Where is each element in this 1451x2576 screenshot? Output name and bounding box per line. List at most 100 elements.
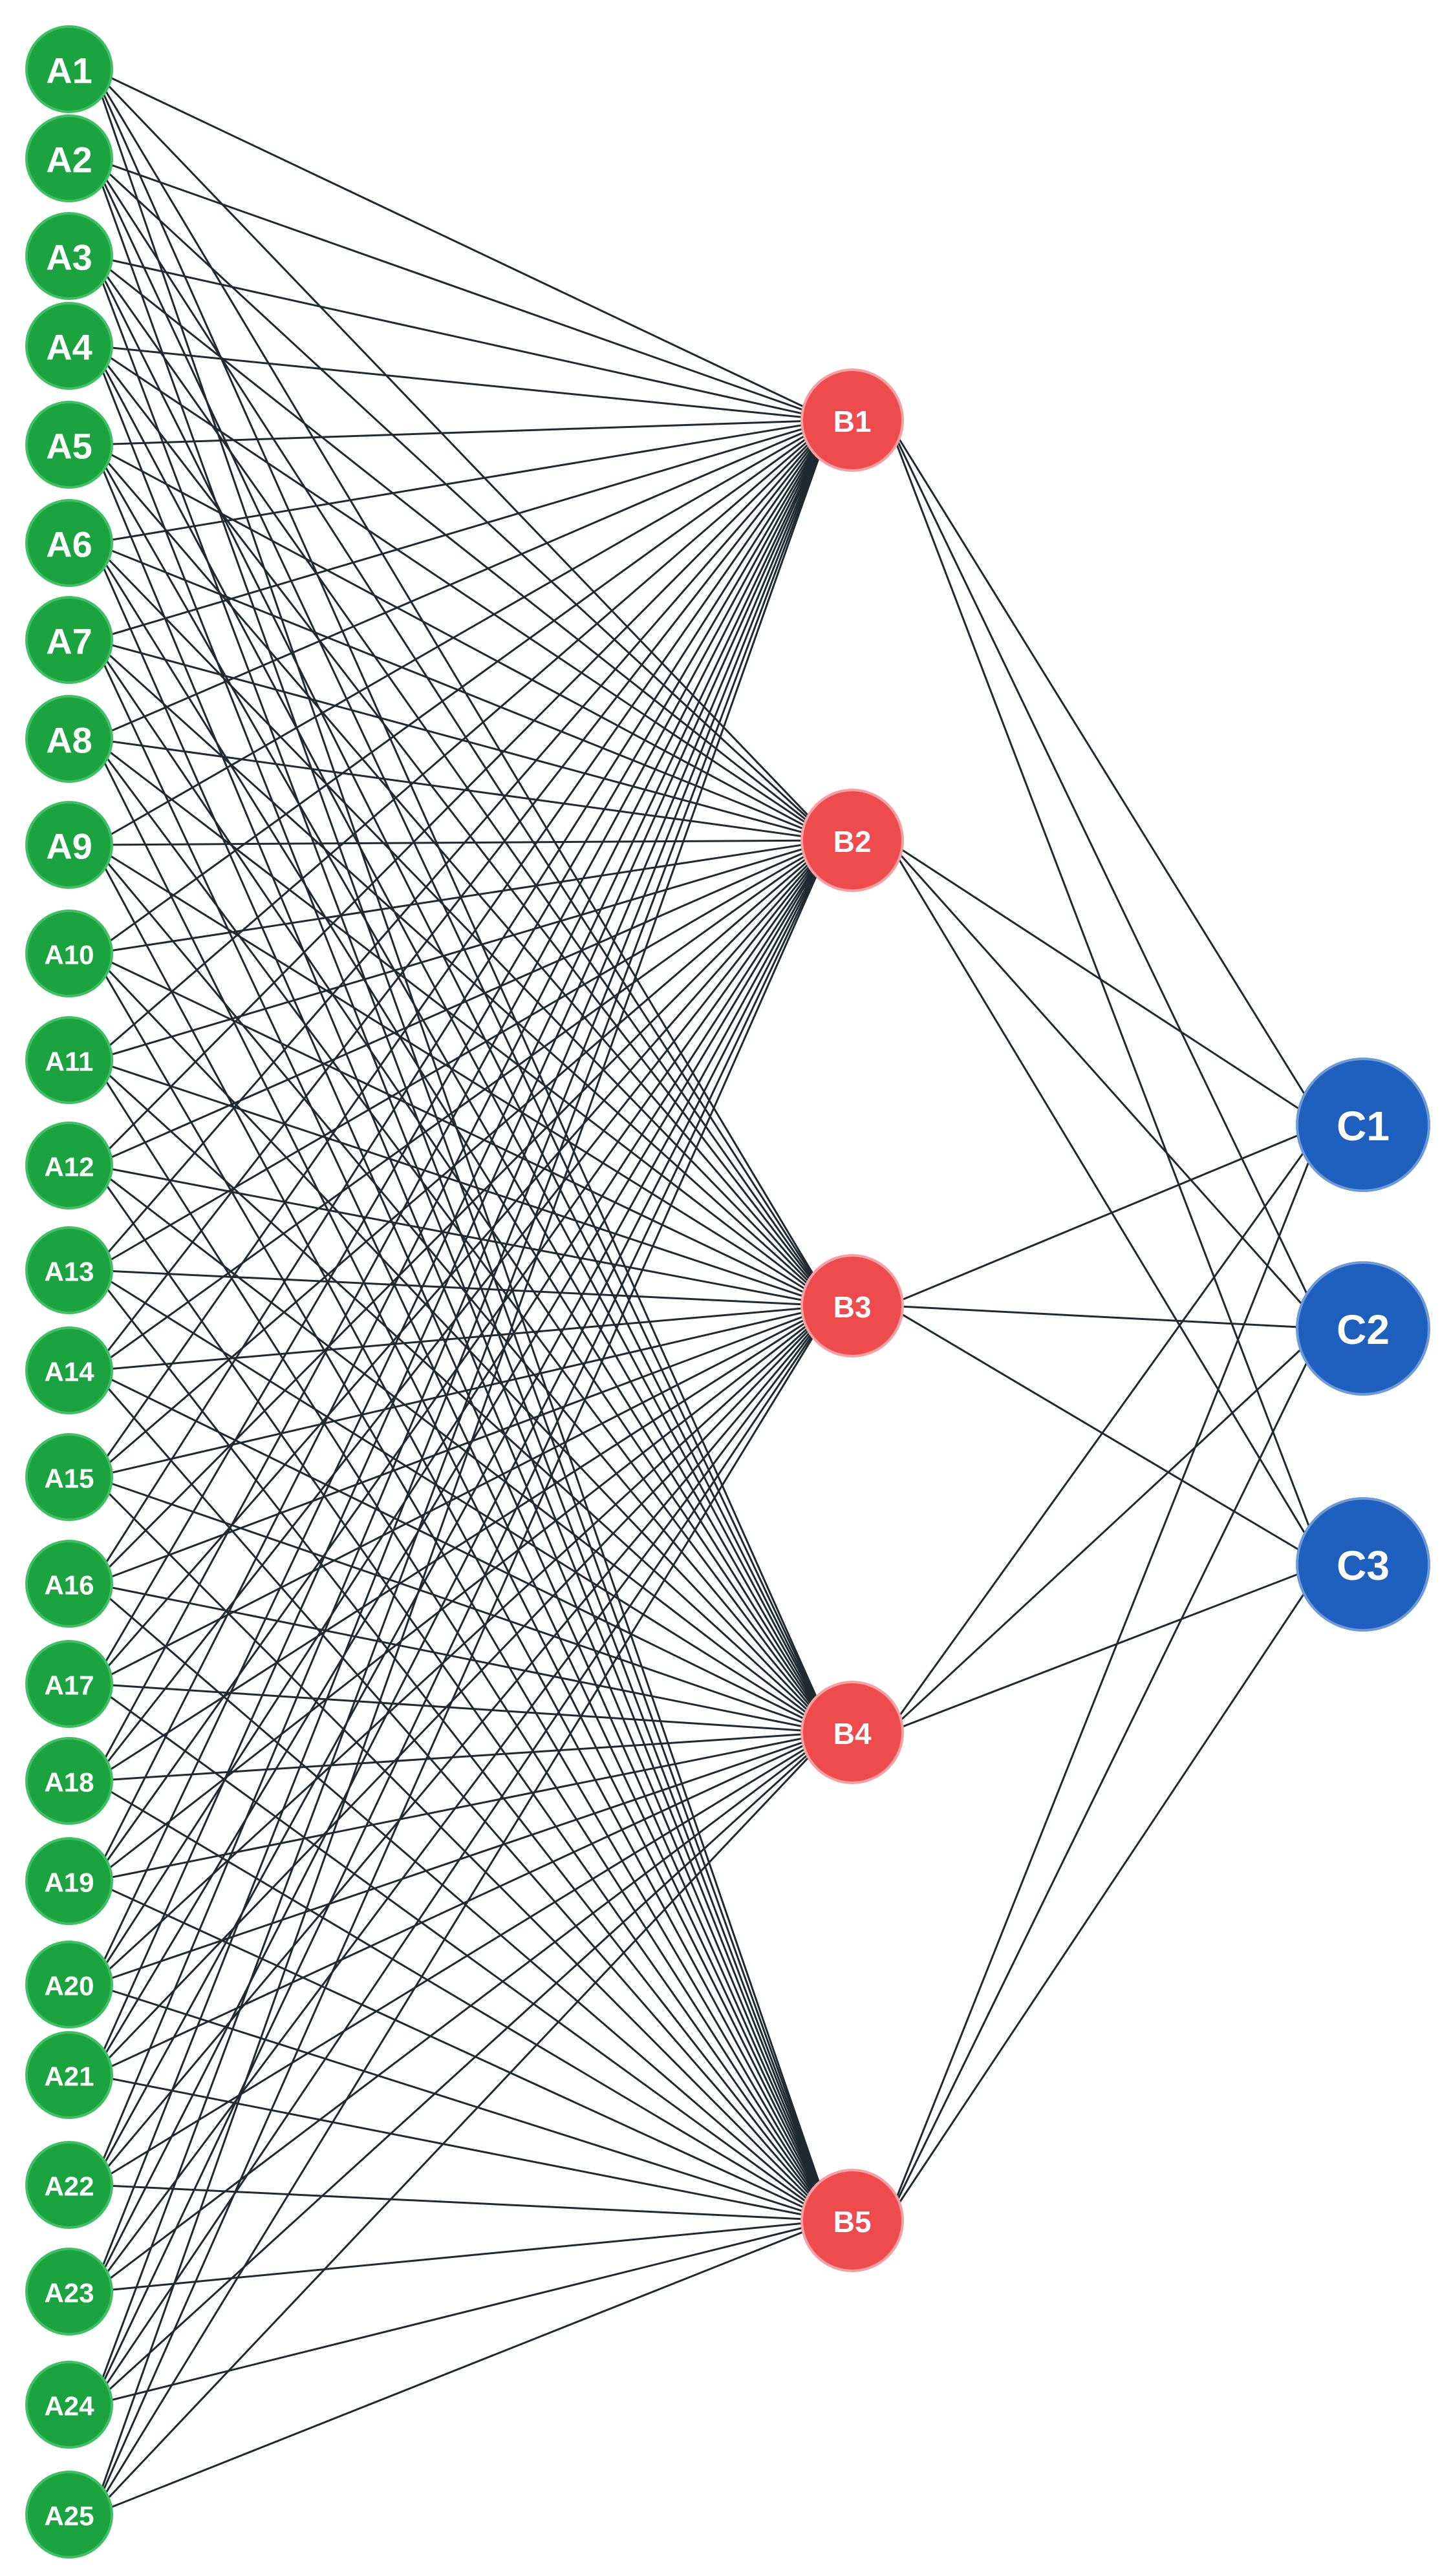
node-label: A17	[44, 1670, 94, 1701]
edge-a2-b4	[91, 158, 833, 1733]
node-a24: A24	[25, 2361, 113, 2449]
edge-a5-b2	[92, 443, 833, 842]
node-a14: A14	[25, 1326, 113, 1414]
edge-a21-b2	[92, 840, 833, 2076]
edge-a20-b1	[91, 420, 833, 1985]
edge-b5-c1	[887, 1124, 1325, 2221]
node-a10: A10	[25, 910, 113, 997]
node-label: B2	[833, 825, 872, 858]
edge-a22-b1	[91, 420, 833, 2186]
edge-a8-b2	[92, 738, 833, 842]
node-b2: B2	[801, 789, 904, 892]
node-label: A15	[44, 1464, 94, 1494]
node-circle	[25, 1433, 113, 1521]
node-label: A4	[46, 327, 92, 368]
edge-a22-b2	[91, 840, 833, 2186]
edge-a17-b3	[92, 1304, 833, 1685]
node-a9: A9	[25, 801, 113, 889]
edge-b3-c1	[887, 1123, 1324, 1307]
node-label: B4	[833, 1717, 872, 1751]
node-circle	[25, 302, 113, 390]
node-a6: A6	[25, 499, 113, 587]
edge-a16-b1	[92, 420, 833, 1584]
edge-a6-b2	[92, 542, 833, 842]
edge-a24-b3	[92, 1305, 833, 2405]
node-circle	[1296, 1058, 1430, 1192]
edge-a24-b1	[91, 420, 833, 2405]
edge-a4-b4	[91, 345, 833, 1733]
edge-a11-b3	[92, 1059, 833, 1307]
node-circle	[25, 910, 113, 997]
edge-a24-b2	[91, 840, 833, 2405]
node-circle	[1296, 1497, 1430, 1632]
edge-a17-b4	[92, 1683, 832, 1734]
node-label: A21	[44, 2061, 94, 2092]
node-label: A18	[44, 1767, 94, 1798]
edge-b4-c3	[887, 1563, 1324, 1734]
node-circle	[25, 1226, 113, 1314]
edge-a18-b2	[92, 840, 833, 1782]
node-label: A6	[46, 524, 92, 565]
edge-a4-b2	[92, 345, 833, 842]
node-a12: A12	[25, 1122, 113, 1209]
edge-a5-b4	[91, 444, 833, 1733]
node-c2: C2	[1296, 1261, 1430, 1396]
edge-a10-b5	[92, 953, 833, 2221]
node-circle	[25, 2141, 113, 2229]
edge-a22-b3	[92, 1305, 833, 2186]
edge-b4-c1	[887, 1124, 1325, 1733]
node-label: A22	[44, 2171, 94, 2202]
edge-a19-b2	[92, 840, 833, 1882]
edge-a6-b1	[92, 419, 833, 544]
edge-a15-b1	[92, 420, 833, 1478]
edge-b3-c3	[887, 1304, 1324, 1566]
node-label: C2	[1337, 1306, 1390, 1353]
edge-a2-b1	[92, 157, 833, 421]
node-a15: A15	[25, 1433, 113, 1521]
node-circle	[25, 1122, 113, 1209]
edge-a18-b3	[92, 1304, 833, 1782]
edge-a2-b3	[92, 158, 833, 1306]
node-a21: A21	[25, 2031, 113, 2119]
node-circle	[25, 1326, 113, 1414]
edge-b1-c3	[887, 420, 1325, 1565]
node-label: A7	[46, 621, 92, 662]
edge-a4-b1	[92, 345, 832, 421]
edge-a14-b1	[92, 420, 833, 1371]
edge-a10-b2	[92, 839, 833, 955]
edge-a24-b4	[92, 1731, 833, 2406]
edge-a9-b5	[91, 844, 833, 2221]
node-circle	[801, 368, 904, 472]
node-circle	[25, 114, 113, 202]
node-circle	[25, 2248, 113, 2336]
edge-b5-c3	[887, 1564, 1325, 2221]
node-a22: A22	[25, 2141, 113, 2229]
edge-a4-b5	[91, 345, 833, 2221]
edge-a7-b3	[92, 639, 833, 1307]
node-a18: A18	[25, 1737, 113, 1825]
edge-a24-b5	[92, 2219, 833, 2406]
node-label: A14	[44, 1357, 94, 1387]
node-c3: C3	[1296, 1497, 1430, 1632]
edge-a13-b4	[92, 1269, 833, 1734]
node-label: A11	[45, 1047, 94, 1077]
hidden-to-output-edges	[887, 420, 1325, 2221]
node-circle	[25, 801, 113, 889]
edge-a12-b4	[92, 1164, 833, 1734]
node-circle	[1296, 1261, 1430, 1396]
node-circle	[801, 1254, 904, 1357]
edge-a3-b4	[91, 255, 833, 1733]
node-label: C1	[1337, 1103, 1390, 1149]
node-circle	[25, 2471, 113, 2559]
node-a8: A8	[25, 695, 113, 783]
edge-a3-b3	[92, 255, 833, 1306]
edge-a8-b1	[92, 419, 833, 740]
edge-a25-b3	[92, 1305, 833, 2515]
node-label: A9	[46, 826, 92, 867]
node-label: A10	[44, 940, 94, 970]
edge-a3-b2	[92, 255, 833, 842]
edge-a16-b5	[92, 1582, 833, 2222]
node-circle	[25, 212, 113, 300]
